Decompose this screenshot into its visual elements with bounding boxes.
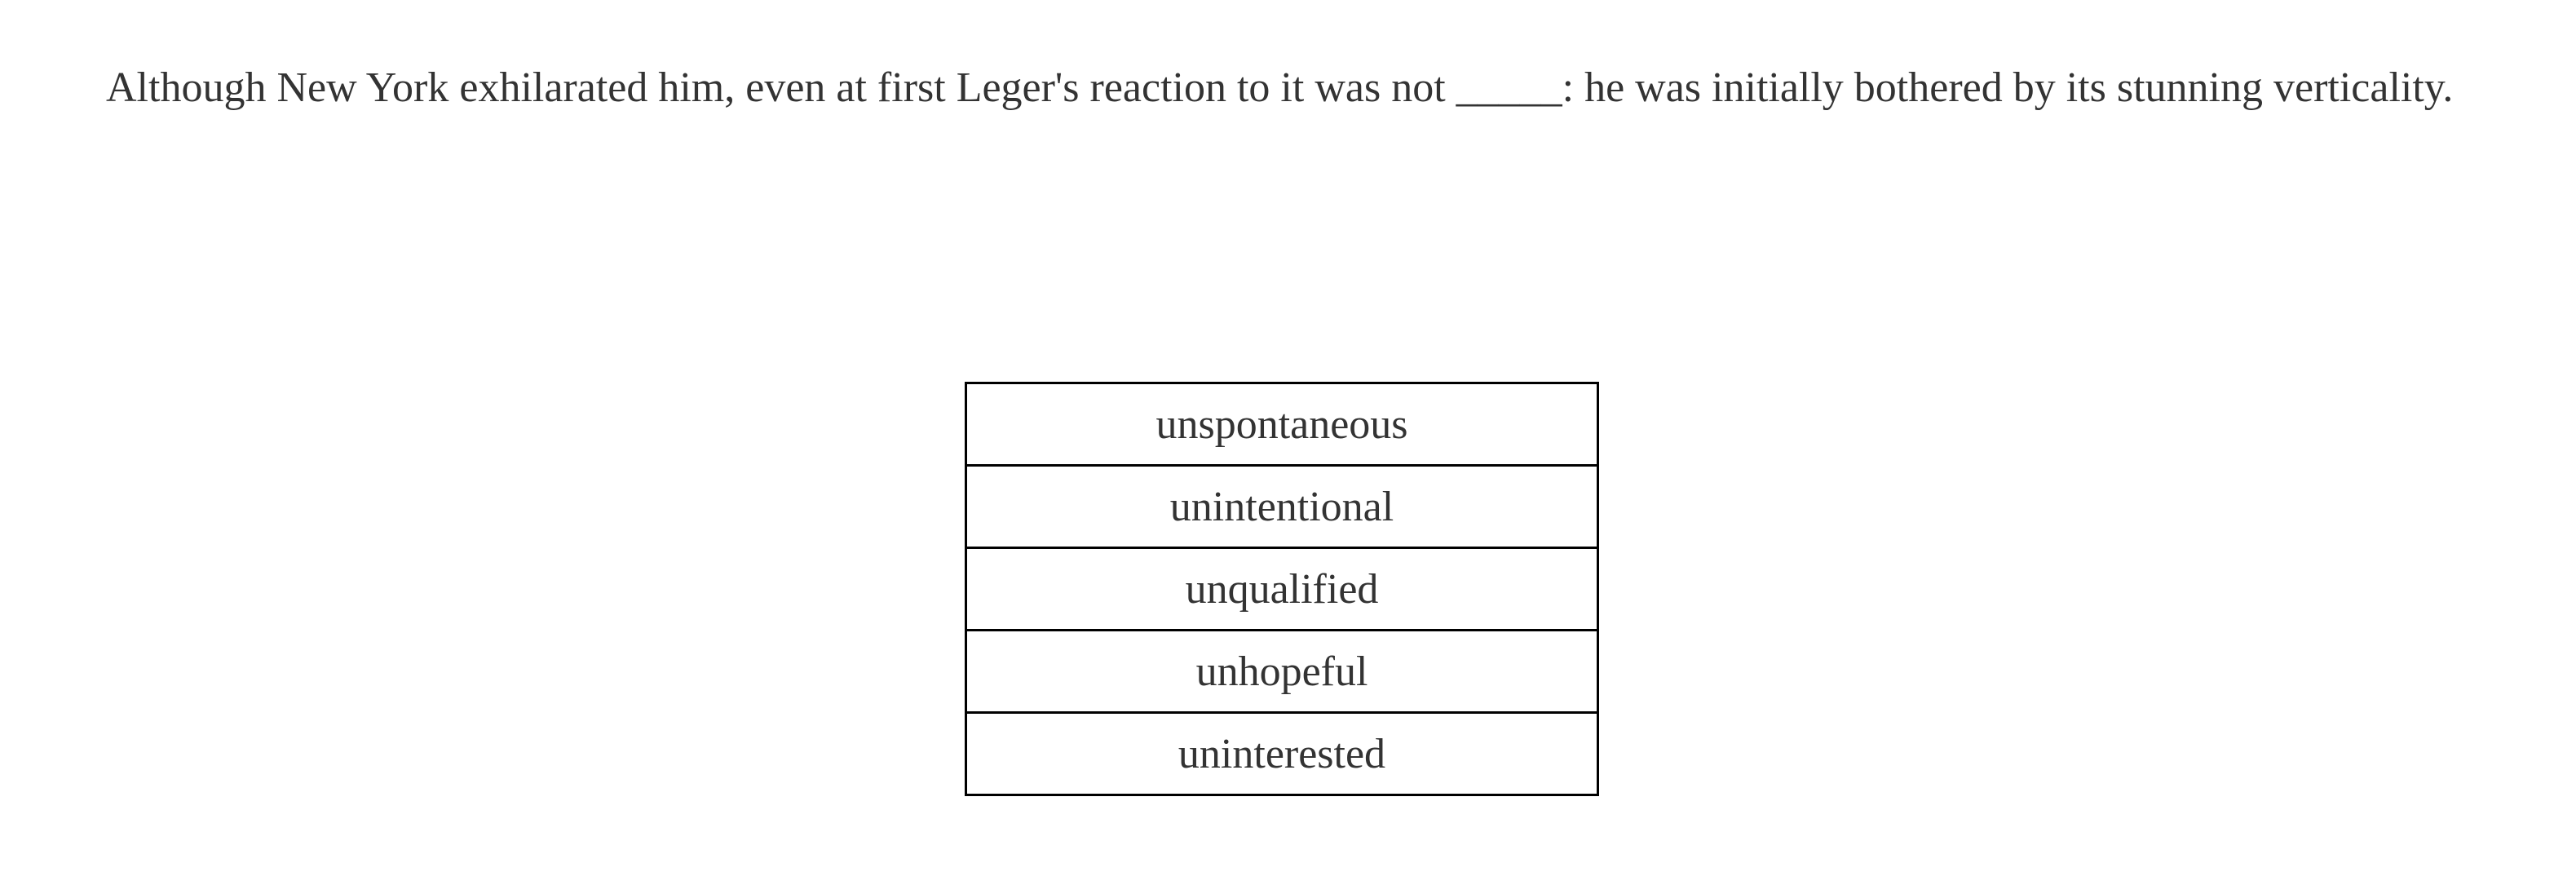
choice-row[interactable]: uninterested — [965, 711, 1599, 796]
choice-row[interactable]: unspontaneous — [965, 382, 1599, 467]
question-text: Although New York exhilarated him, even … — [106, 64, 2454, 111]
choice-option[interactable]: uninterested — [965, 711, 1599, 796]
choice-option[interactable]: unintentional — [965, 464, 1599, 549]
choice-row[interactable]: unhopeful — [965, 629, 1599, 714]
choice-row[interactable]: unqualified — [965, 547, 1599, 631]
answer-choices-table: unspontaneous unintentional unqualified … — [965, 382, 1599, 796]
choice-option[interactable]: unhopeful — [965, 629, 1599, 714]
choice-option[interactable]: unspontaneous — [965, 382, 1599, 467]
choice-option[interactable]: unqualified — [965, 547, 1599, 631]
choice-row[interactable]: unintentional — [965, 464, 1599, 549]
